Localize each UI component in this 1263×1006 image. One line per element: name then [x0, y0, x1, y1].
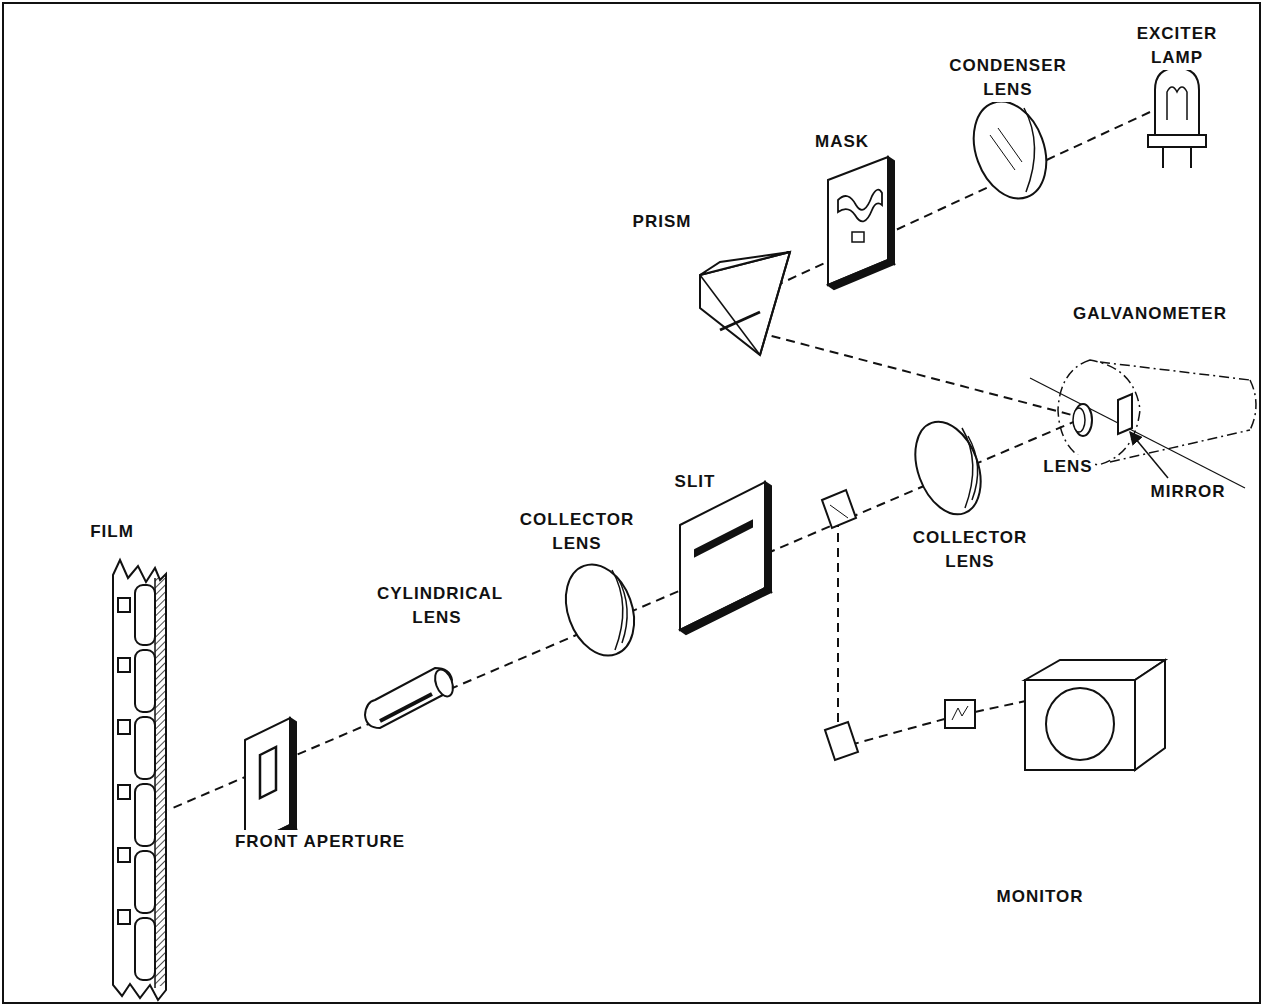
part-label: MIRROR [1149, 480, 1228, 504]
part-label: GALVANOMETER [1071, 302, 1229, 326]
part-label: FRONT APERTURE [233, 830, 407, 854]
collector-lens-left [554, 555, 646, 665]
part-label: MASK [813, 130, 871, 154]
light-beams [168, 112, 1150, 810]
prism [700, 252, 790, 355]
splitter-mirror [822, 490, 856, 528]
part-label: COLLECTOR LENS [515, 508, 639, 556]
galvanometer [1030, 360, 1256, 488]
monitor-assembly [825, 660, 1165, 770]
part-label: CYLINDRICAL LENS [375, 582, 499, 630]
part-label: CONDENSER LENS [946, 54, 1070, 102]
part-label: FILM [88, 520, 136, 544]
part-label: SLIT [673, 470, 718, 494]
cylindrical-lens [365, 667, 456, 728]
slit-plate [680, 482, 771, 634]
exciter-lamp [1148, 68, 1206, 168]
condenser-lens [961, 91, 1059, 208]
part-label: LENS [1041, 455, 1094, 479]
part-label: EXCITER LAMP [1120, 22, 1234, 70]
collector-lens-right [903, 413, 992, 524]
part-label: PRISM [631, 210, 694, 234]
frame-border [3, 3, 1260, 1003]
part-label: MONITOR [995, 885, 1086, 909]
part-label: COLLECTOR LENS [908, 526, 1032, 574]
film-strip [113, 560, 166, 1000]
mask-plate [828, 157, 894, 289]
